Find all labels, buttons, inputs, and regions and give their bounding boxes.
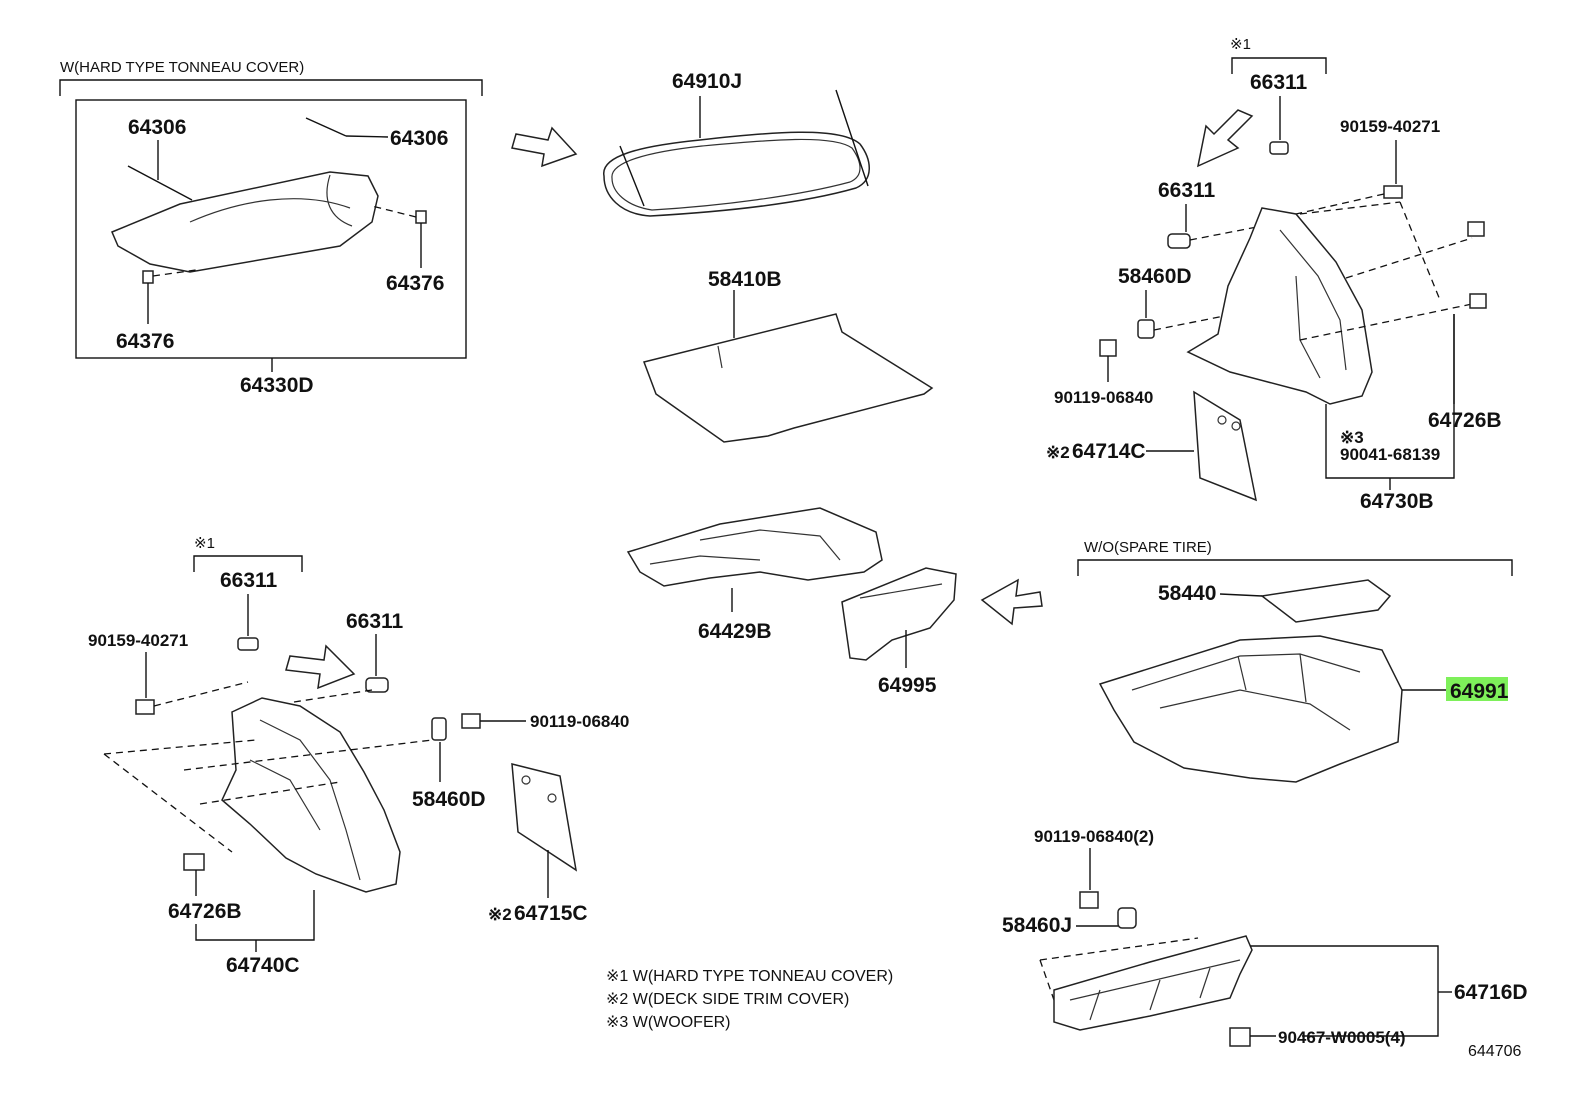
part-64991-highlight — [1446, 677, 1508, 701]
part-58410b: 58410B — [708, 268, 782, 291]
part-64714c: 64714C — [1072, 440, 1146, 463]
part-90159-40271-right: 90159-40271 — [1340, 117, 1440, 136]
part-58460j: 58460J — [1002, 914, 1072, 937]
part-64730b: 64730B — [1360, 490, 1434, 513]
part-58460d-left: 58460D — [412, 788, 486, 811]
part-64714c-prefix: ※2 — [1046, 443, 1070, 462]
arrow-right-icon — [511, 126, 578, 168]
part-64306-a: 64306 — [128, 116, 186, 139]
left-side-trim-group: ※1 66311 66311 90159-40271 58460D 90119-… — [88, 535, 629, 977]
part-66311-left-top: 66311 — [220, 569, 278, 592]
group-label-wo-spare: W/O(SPARE TIRE) — [1084, 539, 1212, 556]
part-64376-a: 64376 — [386, 272, 444, 295]
part-90041-prefix: ※3 — [1340, 428, 1364, 447]
note-2: ※2 W(DECK SIDE TRIM COVER) — [606, 991, 849, 1008]
tonneau-cover-group: W(HARD TYPE TONNEAU COVER) 64306 64306 6… — [59, 59, 483, 397]
arrow-down-left-icon — [1196, 109, 1254, 168]
part-64429b: 64429B — [698, 620, 772, 643]
right-side-trim-group: ※1 66311 66311 90159-40271 58460D 90119-… — [1046, 36, 1502, 513]
part-66311-right: 66311 — [1158, 179, 1216, 202]
rear-trim-group: 90119-06840(2) 58460J 64716D 90467-W0005… — [1002, 827, 1528, 1047]
part-90119-06840-right: 90119-06840 — [1054, 388, 1153, 407]
part-64910j: 64910J — [672, 70, 742, 93]
part-90119-06840-2: 90119-06840(2) — [1034, 827, 1154, 846]
part-64726b-right: 64726B — [1428, 409, 1502, 432]
diagram-id: 644706 — [1468, 1043, 1521, 1060]
part-90467-w0005: 90467-W0005(4) — [1278, 1028, 1406, 1047]
group-label-hard-tonneau: W(HARD TYPE TONNEAU COVER) — [60, 59, 304, 76]
center-top-group: 64910J 58410B — [603, 70, 934, 443]
part-64995: 64995 — [878, 674, 937, 697]
arrow-down-right-icon — [285, 644, 356, 690]
note1-top: ※1 — [1230, 36, 1251, 53]
part-64740c: 64740C — [226, 954, 300, 977]
part-64991[interactable]: 64991 — [1450, 680, 1509, 703]
center-floor-group: 64429B 64995 — [626, 507, 1043, 697]
part-90159-40271-left: 90159-40271 — [88, 631, 188, 650]
note1-left: ※1 — [194, 535, 215, 552]
part-66311-top: 66311 — [1250, 71, 1308, 94]
part-90041-68139: 90041-68139 — [1340, 445, 1440, 464]
part-58460d-right: 58460D — [1118, 265, 1192, 288]
part-58440: 58440 — [1158, 582, 1216, 605]
wo-spare-tire-group: W/O(SPARE TIRE) 58440 64991 — [1077, 539, 1513, 783]
arrow-left-icon — [980, 578, 1043, 626]
part-90119-06840-left: 90119-06840 — [530, 712, 629, 731]
part-64715c: 64715C — [514, 902, 588, 925]
part-66311-left: 66311 — [346, 610, 404, 633]
part-64726b-left: 64726B — [168, 900, 242, 923]
part-64715c-prefix: ※2 — [488, 905, 512, 924]
part-64716d: 64716D — [1454, 981, 1528, 1004]
part-64330d: 64330D — [240, 374, 314, 397]
part-64306-b: 64306 — [390, 127, 448, 150]
note-3: ※3 W(WOOFER) — [606, 1014, 731, 1031]
part-64376-b: 64376 — [116, 330, 174, 353]
note-1: ※1 W(HARD TYPE TONNEAU COVER) — [606, 968, 893, 985]
notes-block: ※1 W(HARD TYPE TONNEAU COVER) ※2 W(DECK … — [606, 968, 893, 1031]
